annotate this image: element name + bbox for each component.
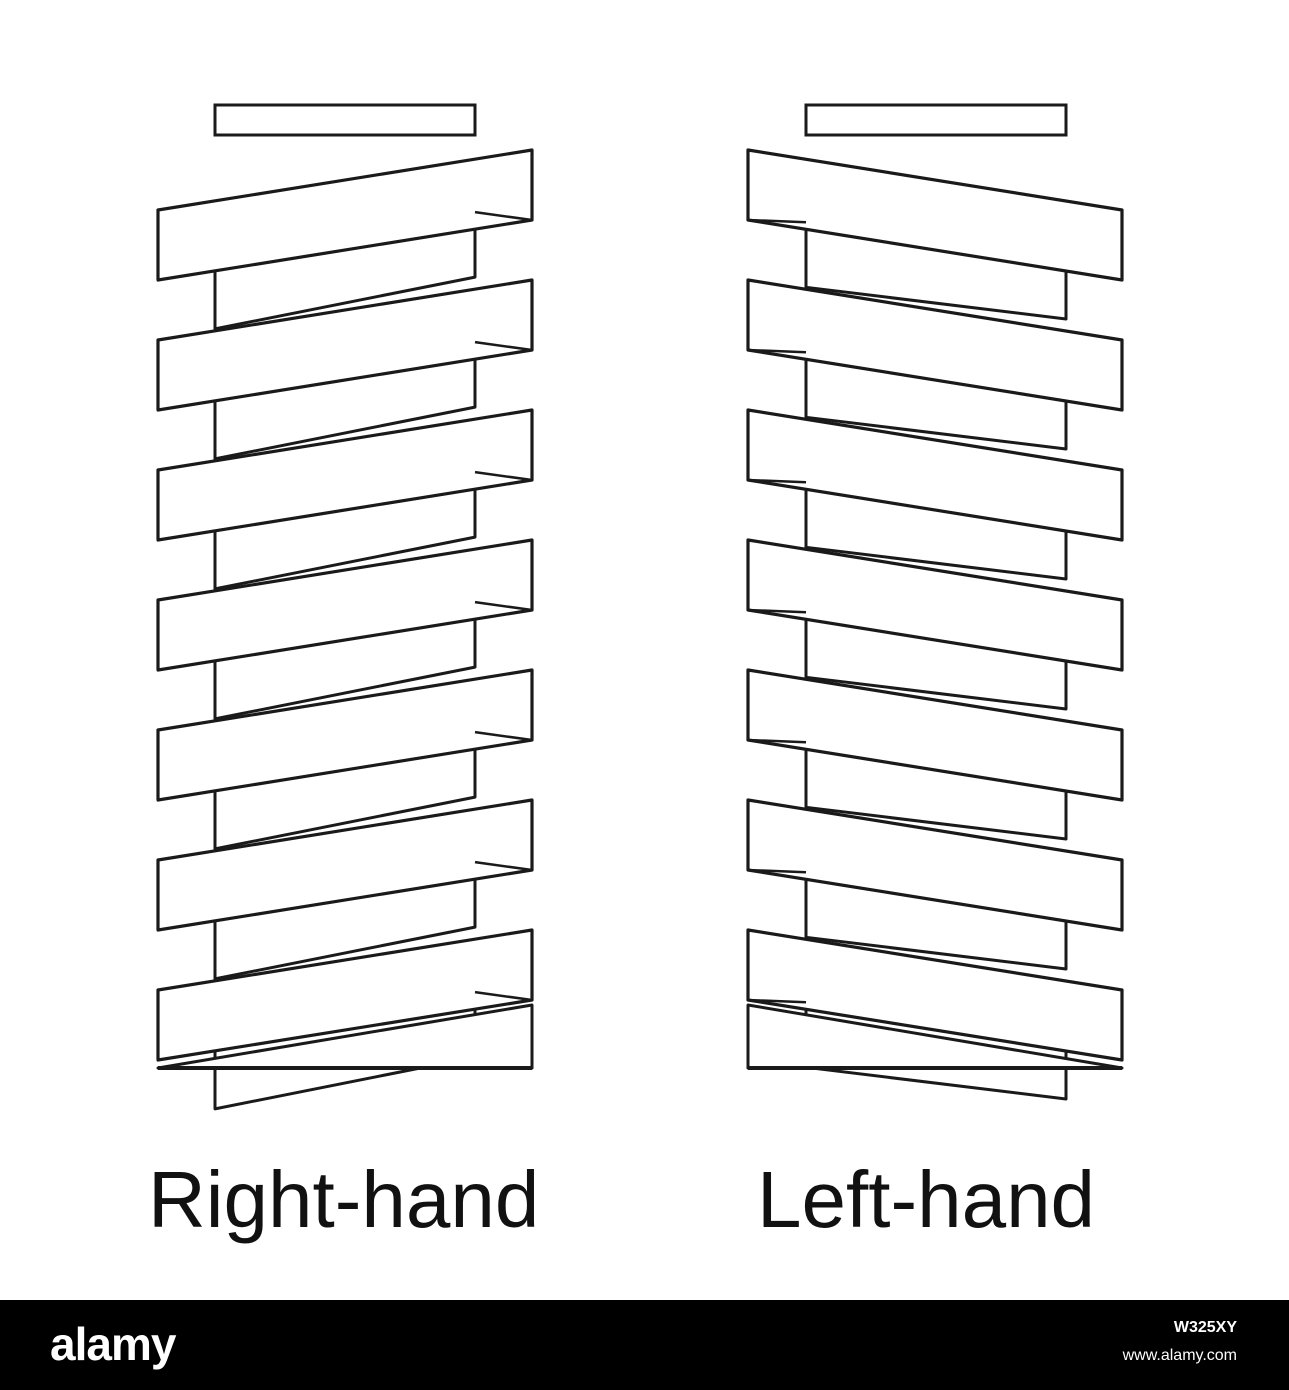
- thread-flank-5: [474, 730, 533, 742]
- thread-crest-5: [746, 668, 1124, 802]
- thread-flank-3: [747, 478, 807, 484]
- thread-flank-7: [747, 998, 807, 1004]
- thread-crest-6: [746, 798, 1124, 932]
- thread-flank-6: [747, 868, 807, 874]
- thread-flank-2: [747, 348, 807, 354]
- thread-flank-1: [747, 218, 807, 224]
- alamy-logo: alamy: [50, 1318, 176, 1370]
- right-hand-thread: [156, 103, 534, 1111]
- screw-thread-diagram: [156, 103, 1124, 1111]
- right-hand-label: Right-hand: [148, 1155, 540, 1244]
- watermark-footer: alamy W325XY www.alamy.com: [0, 1300, 1289, 1390]
- image-id: W325XY: [1173, 1319, 1237, 1336]
- thread-crest-2: [746, 278, 1124, 412]
- left-hand-thread: [746, 103, 1124, 1101]
- thread-flank-4: [747, 608, 807, 614]
- thread-crest-3: [746, 408, 1124, 542]
- core-top: [213, 103, 477, 137]
- thread-flank-5: [747, 738, 807, 744]
- thread-flank-1: [474, 210, 533, 222]
- thread-flank-3: [474, 470, 533, 482]
- thread-flank-6: [474, 860, 533, 872]
- thread-flank-4: [474, 600, 533, 612]
- thread-crest-1: [746, 148, 1124, 282]
- left-hand-label: Left-hand: [757, 1155, 1096, 1244]
- thread-crest-7: [746, 928, 1124, 1062]
- site-url: www.alamy.com: [1122, 1347, 1237, 1364]
- thread-crest-4: [746, 538, 1124, 672]
- core-top: [804, 103, 1068, 137]
- thread-flank-2: [474, 340, 533, 352]
- thread-flank-7: [474, 990, 533, 1002]
